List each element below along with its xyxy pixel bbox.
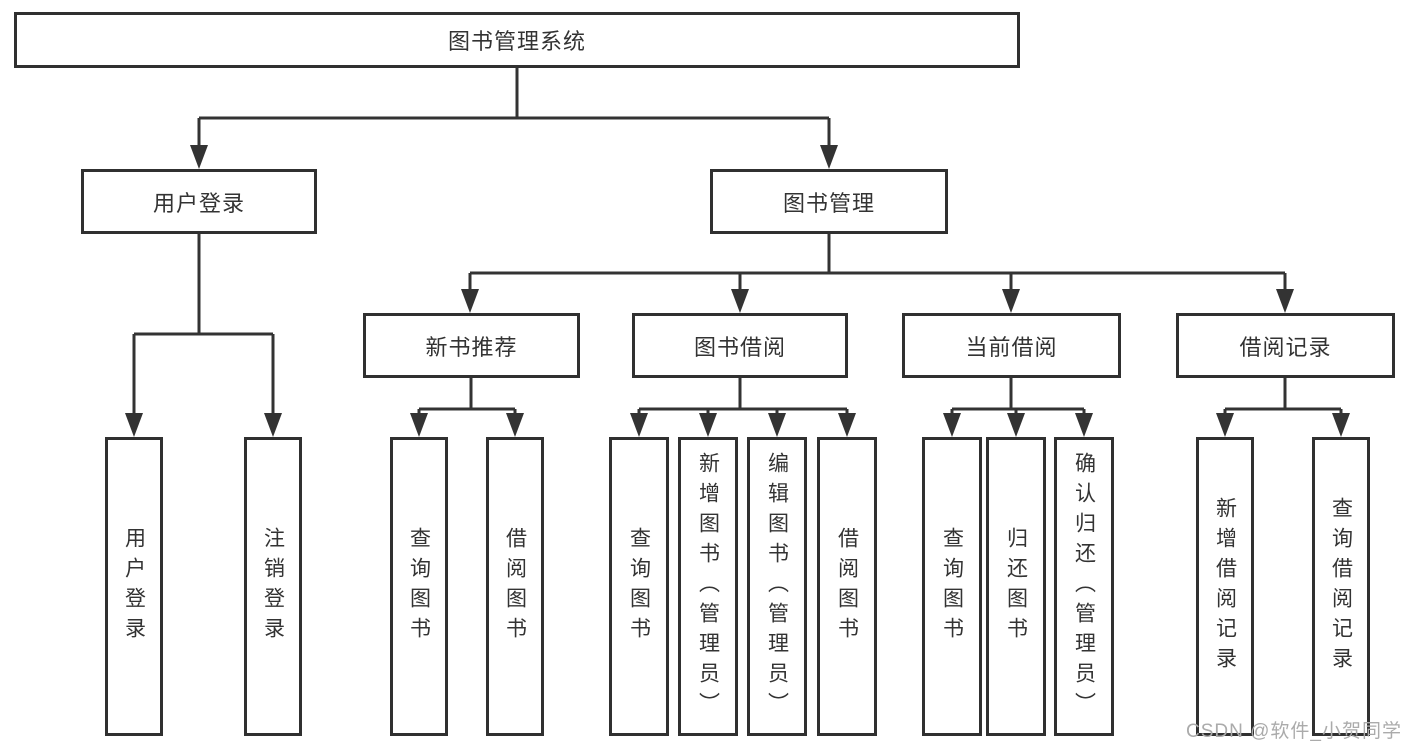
connector-arrowheads: [125, 145, 1350, 437]
leaf-user-login: 用户登录: [105, 437, 163, 736]
node-user-login: 用户登录: [81, 169, 317, 234]
connector-strokes: [132, 68, 1343, 420]
leaf-newbooks-query-books: 查询图书: [390, 437, 448, 736]
node-root-system: 图书管理系统: [14, 12, 1020, 68]
node-new-book-recommendation: 新书推荐: [363, 313, 580, 378]
node-book-borrowing: 图书借阅: [632, 313, 848, 378]
leaf-borrowing-borrow-books: 借阅图书: [817, 437, 877, 736]
leaf-current-return-books: 归还图书: [986, 437, 1046, 736]
leaf-logout: 注销登录: [244, 437, 302, 736]
node-current-borrowing: 当前借阅: [902, 313, 1121, 378]
leaf-newbooks-borrow-books: 借阅图书: [486, 437, 544, 736]
leaf-current-confirm-return-admin: 确认归还（管理员）: [1054, 437, 1114, 736]
leaf-current-query-books: 查询图书: [922, 437, 982, 736]
csdn-watermark: CSDN @软件_小贺同学: [1186, 721, 1402, 742]
leaf-borrowing-add-book-admin: 新增图书（管理员）: [678, 437, 738, 736]
leaf-records-query-record: 查询借阅记录: [1312, 437, 1370, 736]
leaf-records-add-record: 新增借阅记录: [1196, 437, 1254, 736]
node-borrowing-records: 借阅记录: [1176, 313, 1395, 378]
leaf-borrowing-query-books: 查询图书: [609, 437, 669, 736]
node-book-management: 图书管理: [710, 169, 948, 234]
leaf-borrowing-edit-book-admin: 编辑图书（管理员）: [747, 437, 807, 736]
